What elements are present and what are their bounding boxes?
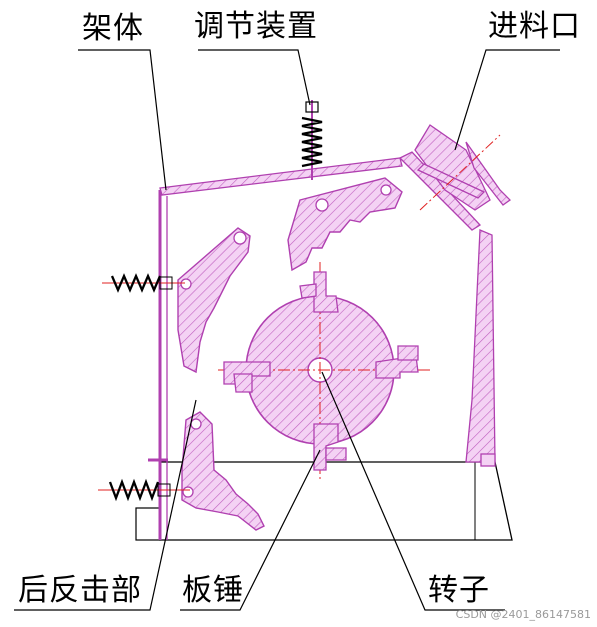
blow-bar-top [299, 271, 339, 313]
rear-spring-lower [98, 478, 190, 502]
frame-housing [148, 157, 403, 540]
label-frame: 架体 [82, 11, 144, 46]
label-rear-impact-section: 后反击部 [18, 573, 142, 608]
leader-lines [14, 49, 560, 611]
adjusting-spring-top [301, 100, 323, 180]
label-adjusting-device: 调节装置 [194, 9, 318, 44]
rear-impact-plate-upper [177, 227, 251, 374]
feed-inlet-chute [398, 124, 512, 231]
right-liner-plate [465, 229, 496, 467]
rear-spring-upper [102, 273, 185, 293]
label-blow-bar: 板锤 [182, 573, 244, 608]
blow-bar-right [375, 345, 419, 379]
label-rotor: 转子 [428, 573, 490, 608]
rear-impact-plate-lower [181, 411, 265, 531]
blow-bar-left [223, 361, 271, 393]
watermark: CSDN @2401_86147581 [455, 608, 591, 621]
label-feed-inlet: 进料口 [488, 9, 581, 44]
blow-bar-bottom [313, 423, 347, 471]
upper-impact-plate [287, 177, 403, 272]
